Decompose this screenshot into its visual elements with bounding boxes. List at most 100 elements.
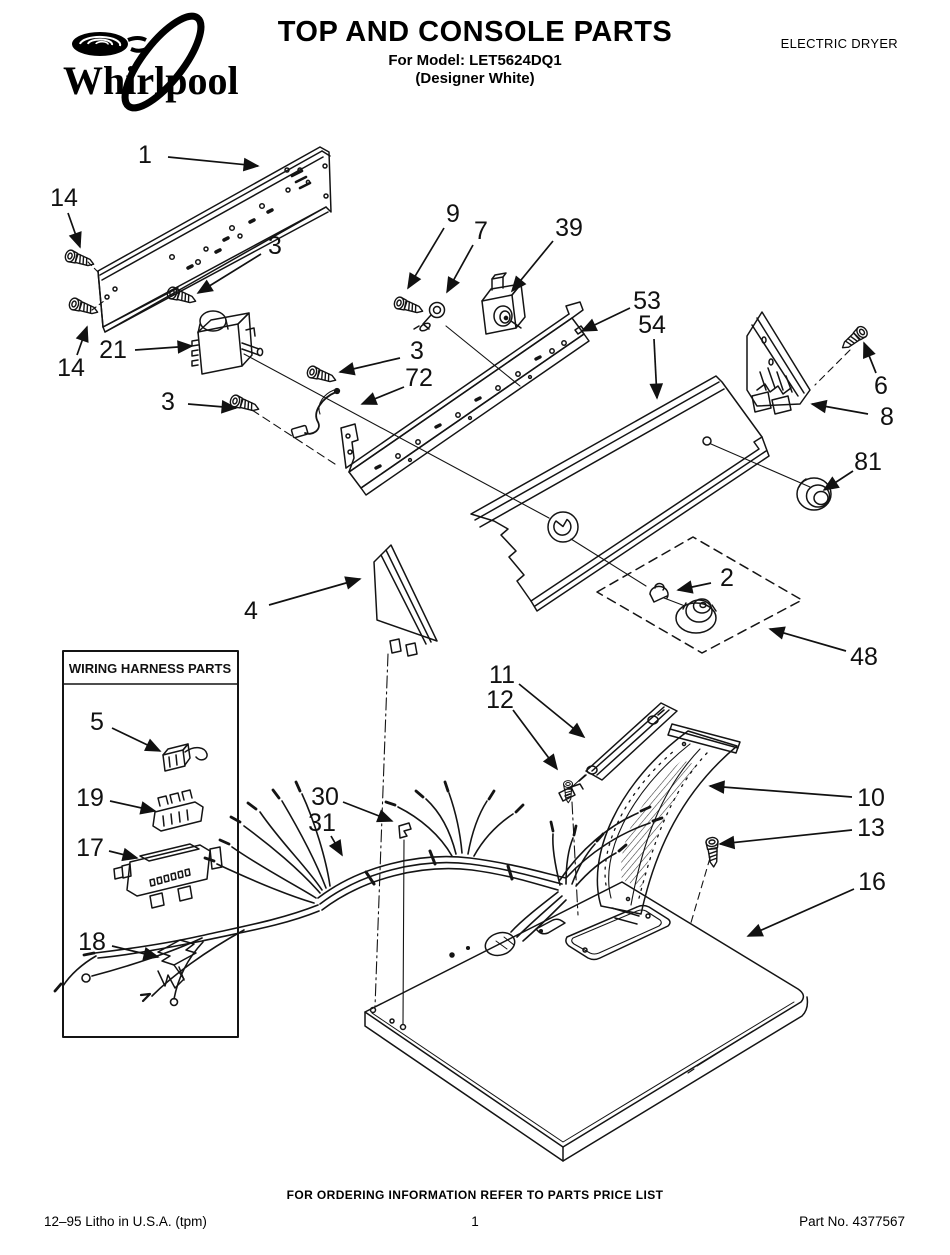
part-callout-3a: 3 bbox=[268, 232, 282, 260]
part-callout-10: 10 bbox=[857, 784, 885, 812]
part-callout-arrow-54 bbox=[649, 338, 664, 400]
part-callout-6: 6 bbox=[874, 372, 888, 400]
part-callout-arrow-16 bbox=[746, 888, 855, 937]
part-callout-16: 16 bbox=[858, 868, 886, 896]
part-callout-arrow-30 bbox=[342, 801, 394, 823]
part-callout-39: 39 bbox=[555, 214, 583, 242]
wiring-harness-inset-box bbox=[62, 650, 239, 1038]
clamp-7-art bbox=[413, 301, 446, 332]
part-callout-19: 19 bbox=[76, 784, 104, 812]
lint-grille-art bbox=[596, 723, 741, 925]
part-callout-14a: 14 bbox=[50, 184, 78, 212]
part-callout-arrow-21 bbox=[134, 340, 194, 354]
part-callout-3b: 3 bbox=[410, 337, 424, 365]
part-callout-30: 30 bbox=[311, 783, 339, 811]
part-callout-arrow-53 bbox=[580, 307, 631, 332]
part-callout-11: 11 bbox=[489, 661, 515, 689]
inset-part-19-art bbox=[152, 789, 204, 832]
part-callout-arrow-10 bbox=[708, 780, 853, 798]
part-callout-81: 81 bbox=[854, 448, 882, 476]
screw-13-art bbox=[704, 836, 721, 869]
inset-part-17-art bbox=[113, 843, 223, 909]
knob-clip-art bbox=[649, 582, 669, 603]
part-callout-3c: 3 bbox=[161, 388, 175, 416]
wire-lead-72-art bbox=[290, 387, 341, 439]
logo-swoosh-icon bbox=[72, 12, 205, 112]
part-callout-2: 2 bbox=[720, 564, 734, 592]
part-callout-48: 48 bbox=[850, 643, 878, 671]
part-callout-arrow-9 bbox=[407, 227, 445, 290]
part-callout-54: 54 bbox=[638, 311, 666, 339]
part-callout-arrow-2 bbox=[676, 580, 712, 594]
top-panel-art bbox=[364, 881, 809, 1162]
part-callout-arrow-19 bbox=[109, 800, 157, 815]
wiring-harness-art bbox=[53, 780, 664, 1007]
part-callout-5: 5 bbox=[90, 708, 104, 736]
part-callout-12: 12 bbox=[486, 686, 514, 714]
part-callout-arrow-39 bbox=[510, 240, 554, 293]
part-callout-arrow-7 bbox=[446, 244, 474, 294]
console-bracket-art bbox=[340, 301, 590, 496]
part-callout-arrow-12 bbox=[512, 709, 559, 771]
part-callout-21: 21 bbox=[99, 336, 127, 364]
harness-clip-art bbox=[398, 822, 412, 839]
screw-3b-art bbox=[305, 364, 339, 387]
part-callout-31: 31 bbox=[308, 809, 336, 837]
switch-39-art bbox=[481, 272, 526, 335]
part-callout-arrow-1 bbox=[167, 156, 260, 172]
part-callout-arrow-8 bbox=[810, 399, 869, 415]
part-callout-arrow-5 bbox=[111, 727, 162, 752]
part-callout-14b: 14 bbox=[57, 354, 85, 382]
part-callout-arrow-17 bbox=[108, 847, 139, 862]
part-callout-17: 17 bbox=[76, 834, 104, 862]
part-callout-arrow-13 bbox=[718, 829, 853, 850]
whirlpool-logo: Whirlpool bbox=[63, 12, 239, 112]
screw-9-art bbox=[392, 295, 426, 318]
inset-part-18-art bbox=[157, 939, 197, 989]
inset-box-title: WIRING HARNESS PARTS bbox=[69, 661, 232, 676]
part-callout-arrow-3a bbox=[196, 253, 262, 294]
part-callout-arrow-6 bbox=[863, 341, 877, 374]
document-part-number: Part No. 4377567 bbox=[799, 1214, 905, 1229]
console-panel-art bbox=[470, 375, 770, 612]
rear-console-panel-art bbox=[97, 146, 332, 333]
inset-part-5-art bbox=[162, 743, 208, 772]
part-callout-arrow-18 bbox=[111, 945, 160, 961]
part-callout-arrow-72 bbox=[360, 386, 405, 405]
part-callout-9: 9 bbox=[446, 200, 460, 228]
part-callout-arrow-14a bbox=[67, 212, 82, 249]
timer-art bbox=[191, 310, 264, 375]
left-end-cap-art bbox=[373, 544, 438, 657]
part-callout-72: 72 bbox=[405, 364, 433, 392]
construction-lines bbox=[87, 261, 851, 1025]
part-callout-arrow-11 bbox=[518, 683, 586, 739]
page-number: 1 bbox=[471, 1214, 479, 1229]
part-callout-7: 7 bbox=[474, 217, 488, 245]
part-callout-arrow-3c bbox=[187, 400, 238, 414]
part-callout-arrow-4 bbox=[268, 576, 362, 606]
right-end-cap-art bbox=[746, 311, 811, 415]
part-callout-18: 18 bbox=[78, 928, 106, 956]
part-callout-arrow-14b bbox=[75, 325, 89, 356]
part-callout-53: 53 bbox=[633, 287, 661, 315]
knob-kit-art bbox=[596, 536, 803, 654]
screw-3c-art bbox=[228, 393, 262, 416]
hinge-clip-art bbox=[558, 783, 584, 802]
litho-line: 12–95 Litho in U.S.A. (tpm) bbox=[44, 1214, 207, 1229]
screw-14a-art bbox=[63, 248, 97, 271]
part-callout-8: 8 bbox=[880, 403, 894, 431]
part-callout-arrow-48 bbox=[768, 626, 847, 652]
part-callout-13: 13 bbox=[857, 814, 885, 842]
appliance-type-label: ELECTRIC DRYER bbox=[780, 36, 898, 51]
part-callout-arrow-31 bbox=[328, 835, 343, 857]
part-callout-arrow-81 bbox=[822, 470, 854, 491]
part-callout-arrow-3b bbox=[338, 357, 401, 376]
logo-wordmark: Whirlpool bbox=[63, 58, 239, 103]
push-button-art bbox=[796, 477, 832, 511]
screw-6-art bbox=[838, 323, 871, 354]
ordering-note: FOR ORDERING INFORMATION REFER TO PARTS … bbox=[286, 1188, 664, 1202]
part-callout-1: 1 bbox=[138, 141, 152, 169]
